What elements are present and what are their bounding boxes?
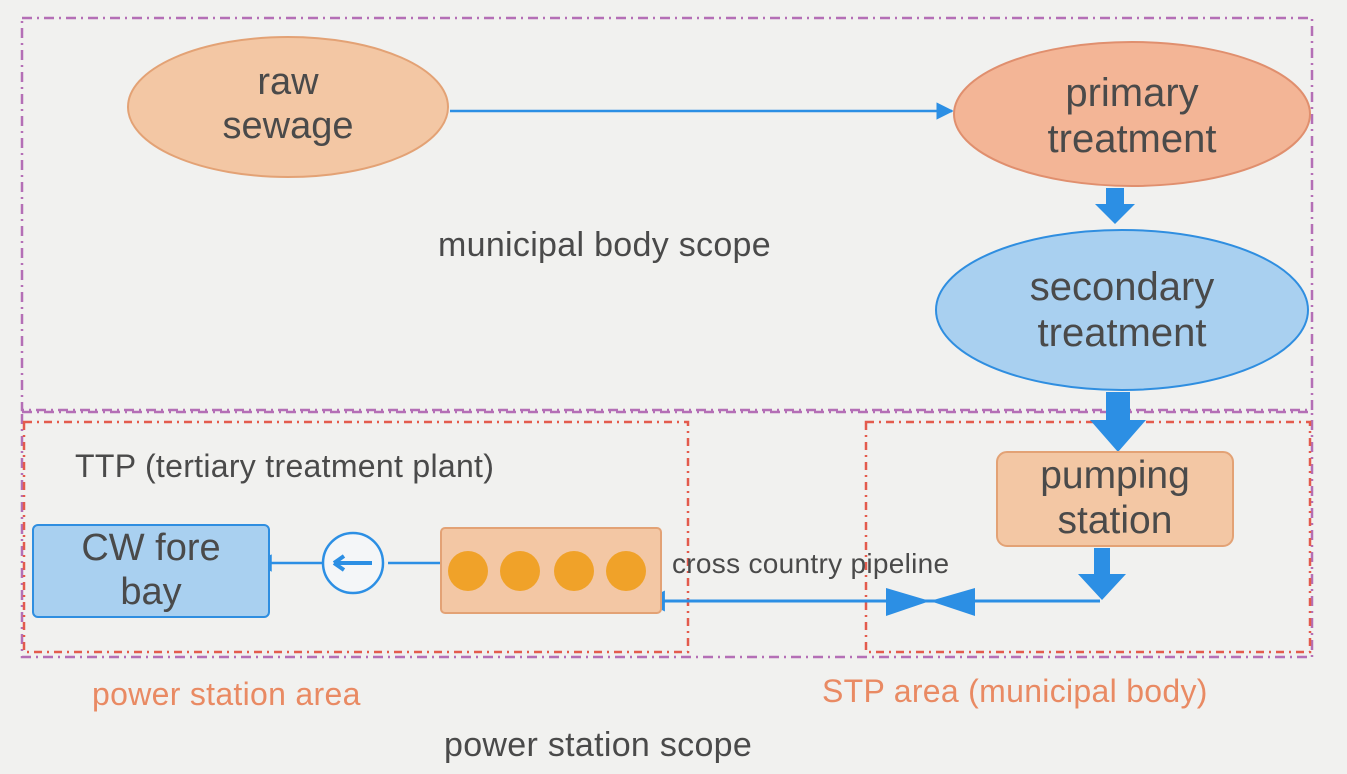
pump-icon [321, 531, 385, 595]
power-station-area-label: power station area [92, 676, 361, 712]
raw-sewage-label: raw sewage [222, 61, 354, 147]
stp-area-border [864, 420, 1312, 654]
primary-treatment-node [953, 41, 1311, 187]
primary-treatment-label: primary treatment [1047, 71, 1217, 161]
arrow-primary-to-secondary [1095, 188, 1135, 224]
secondary-treatment-node [935, 229, 1309, 391]
valve-icon [886, 588, 975, 616]
power-station-area-border [22, 420, 690, 654]
arrow-pumping-down [1078, 548, 1126, 600]
pumping-station-node [996, 451, 1234, 547]
secondary-treatment-label: secondary treatment [1029, 265, 1215, 355]
municipal-scope-label: municipal body scope [438, 226, 771, 264]
filter-dot [606, 551, 646, 591]
pipeline-label: cross country pipeline [672, 548, 950, 579]
ttp-label: TTP (tertiary treatment plant) [75, 448, 495, 484]
municipal-scope-border [20, 16, 1314, 412]
filter-dot [448, 551, 488, 591]
filter-dot [554, 551, 594, 591]
cw-fore-bay-label: CW fore bay [81, 527, 221, 613]
cw-fore-bay-node [32, 524, 270, 618]
raw-sewage-node [127, 36, 449, 178]
power-station-scope-label: power station scope [444, 726, 753, 764]
arrow-secondary-to-pumping [1090, 392, 1146, 452]
stp-area-label: STP area (municipal body) [822, 673, 1208, 709]
filter-dot [500, 551, 540, 591]
pumping-station-label: pumping station [1040, 454, 1190, 542]
ttp-filter-unit [440, 527, 662, 614]
power-station-scope-border [20, 410, 1314, 659]
